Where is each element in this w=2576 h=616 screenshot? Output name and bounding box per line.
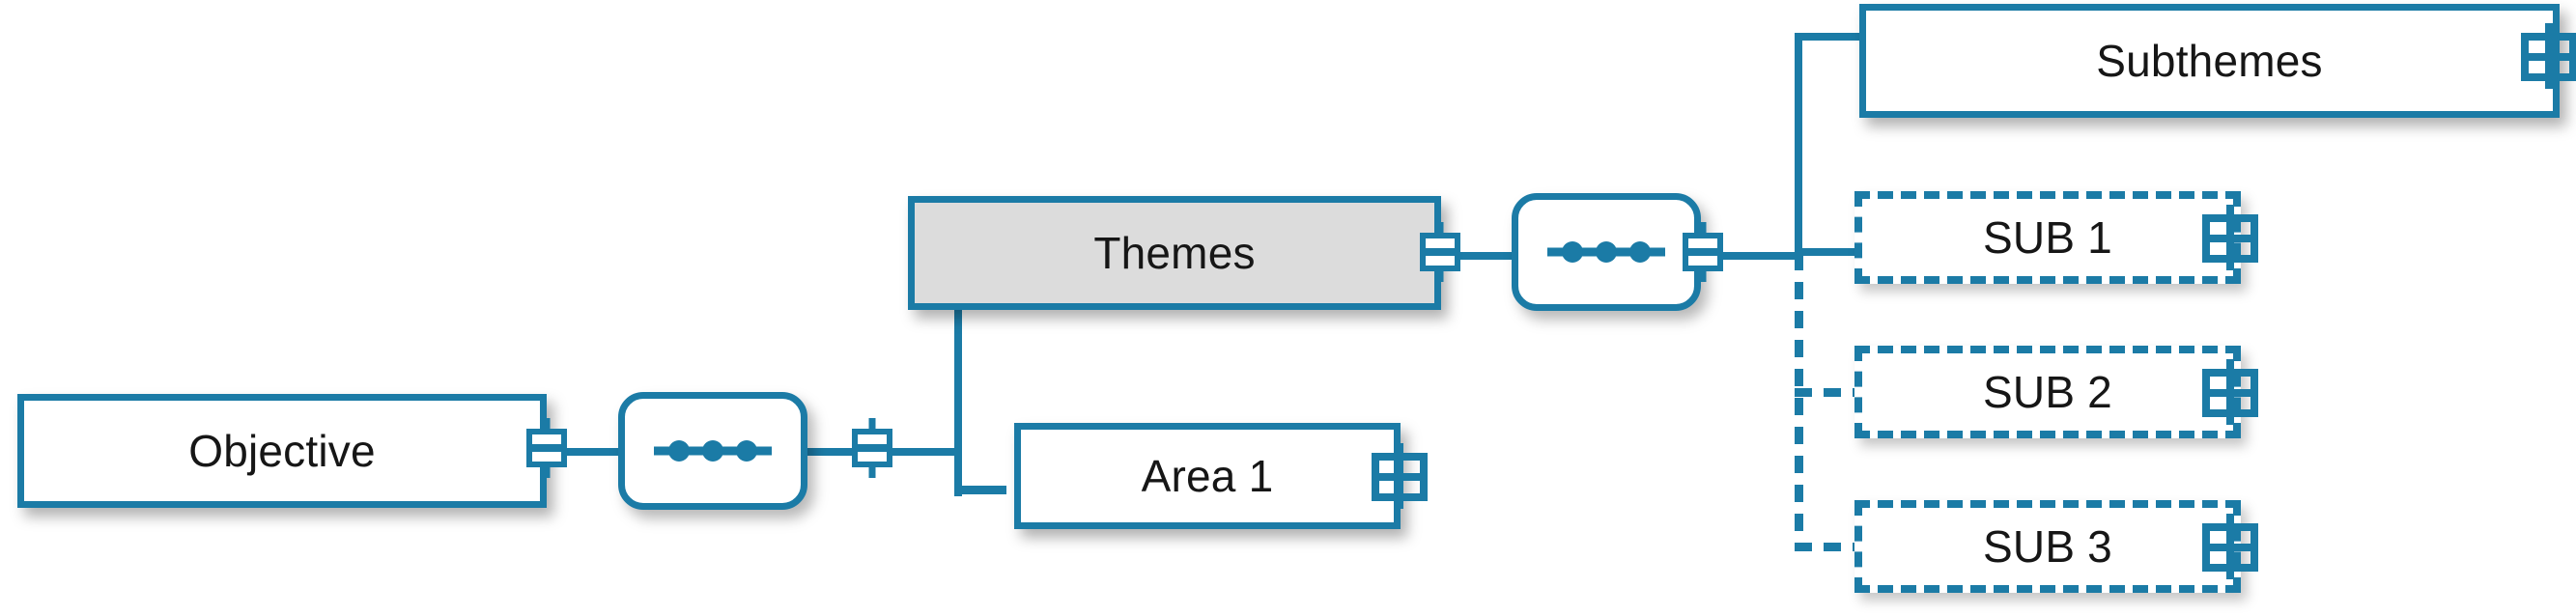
edge-trunk-left-vertical: [954, 307, 962, 496]
link-node-themes-subthemes[interactable]: [1512, 193, 1701, 311]
port-icon-svg: [1683, 222, 1723, 282]
grid-icon[interactable]: [2200, 514, 2260, 579]
port-icon[interactable]: [1681, 222, 1725, 282]
node-sub-3[interactable]: SUB 3: [1854, 500, 2241, 593]
port-icon[interactable]: [850, 418, 894, 478]
port-icon-svg: [852, 418, 892, 478]
node-area-1[interactable]: Area 1: [1014, 423, 1401, 529]
edge-themes-to-link2: [1441, 252, 1520, 260]
node-objective-label: Objective: [188, 426, 376, 476]
grid-icon-svg: [2202, 359, 2258, 425]
edge-link1-to-port2: [804, 448, 892, 456]
node-subthemes-label: Subthemes: [2096, 36, 2323, 86]
edge-right-trunk-dashed: [1795, 253, 1803, 546]
edge-right-trunk-solid: [1795, 37, 1802, 251]
port-icon-svg: [526, 418, 567, 478]
edge-trunk-to-sub3: [1795, 543, 1872, 551]
edge-trunk-to-sub2: [1795, 388, 1872, 397]
grid-icon[interactable]: [1370, 443, 1430, 509]
node-area-1-label: Area 1: [1141, 451, 1274, 501]
edge-trunk-to-sub1: [1795, 248, 1870, 256]
port-icon[interactable]: [524, 418, 569, 478]
node-sub-3-label: SUB 3: [1983, 521, 2112, 572]
link-node-objective-themes[interactable]: [618, 392, 807, 510]
node-subthemes[interactable]: Subthemes: [1859, 4, 2560, 118]
edge-port2-to-trunk-left: [875, 448, 962, 456]
node-objective[interactable]: Objective: [17, 394, 547, 508]
node-sub-2-label: SUB 2: [1983, 367, 2112, 417]
node-sub-2[interactable]: SUB 2: [1854, 346, 2241, 438]
grid-icon-svg: [2202, 205, 2258, 270]
grid-icon-svg: [2202, 514, 2258, 579]
edge-objective-to-link1: [547, 448, 628, 456]
edge-trunk-left-to-area1-stub: [962, 486, 1006, 494]
grid-icon[interactable]: [2200, 205, 2260, 270]
port-icon[interactable]: [1418, 222, 1462, 282]
edge-link2-to-trunk-right: [1697, 252, 1801, 260]
node-themes[interactable]: Themes: [908, 196, 1441, 310]
grid-icon[interactable]: [2200, 359, 2260, 425]
node-sub-1[interactable]: SUB 1: [1854, 191, 2241, 284]
chain-three-dots-icon: [1547, 241, 1665, 263]
grid-icon[interactable]: [2519, 23, 2576, 89]
port-icon-svg: [1420, 222, 1460, 282]
grid-icon-svg: [2521, 23, 2576, 89]
node-themes-label: Themes: [1093, 228, 1256, 278]
grid-icon-svg: [1372, 443, 1428, 509]
edge-trunk-to-subthemes: [1795, 33, 1868, 41]
node-sub-1-label: SUB 1: [1983, 212, 2112, 263]
chain-three-dots-icon: [654, 440, 772, 462]
